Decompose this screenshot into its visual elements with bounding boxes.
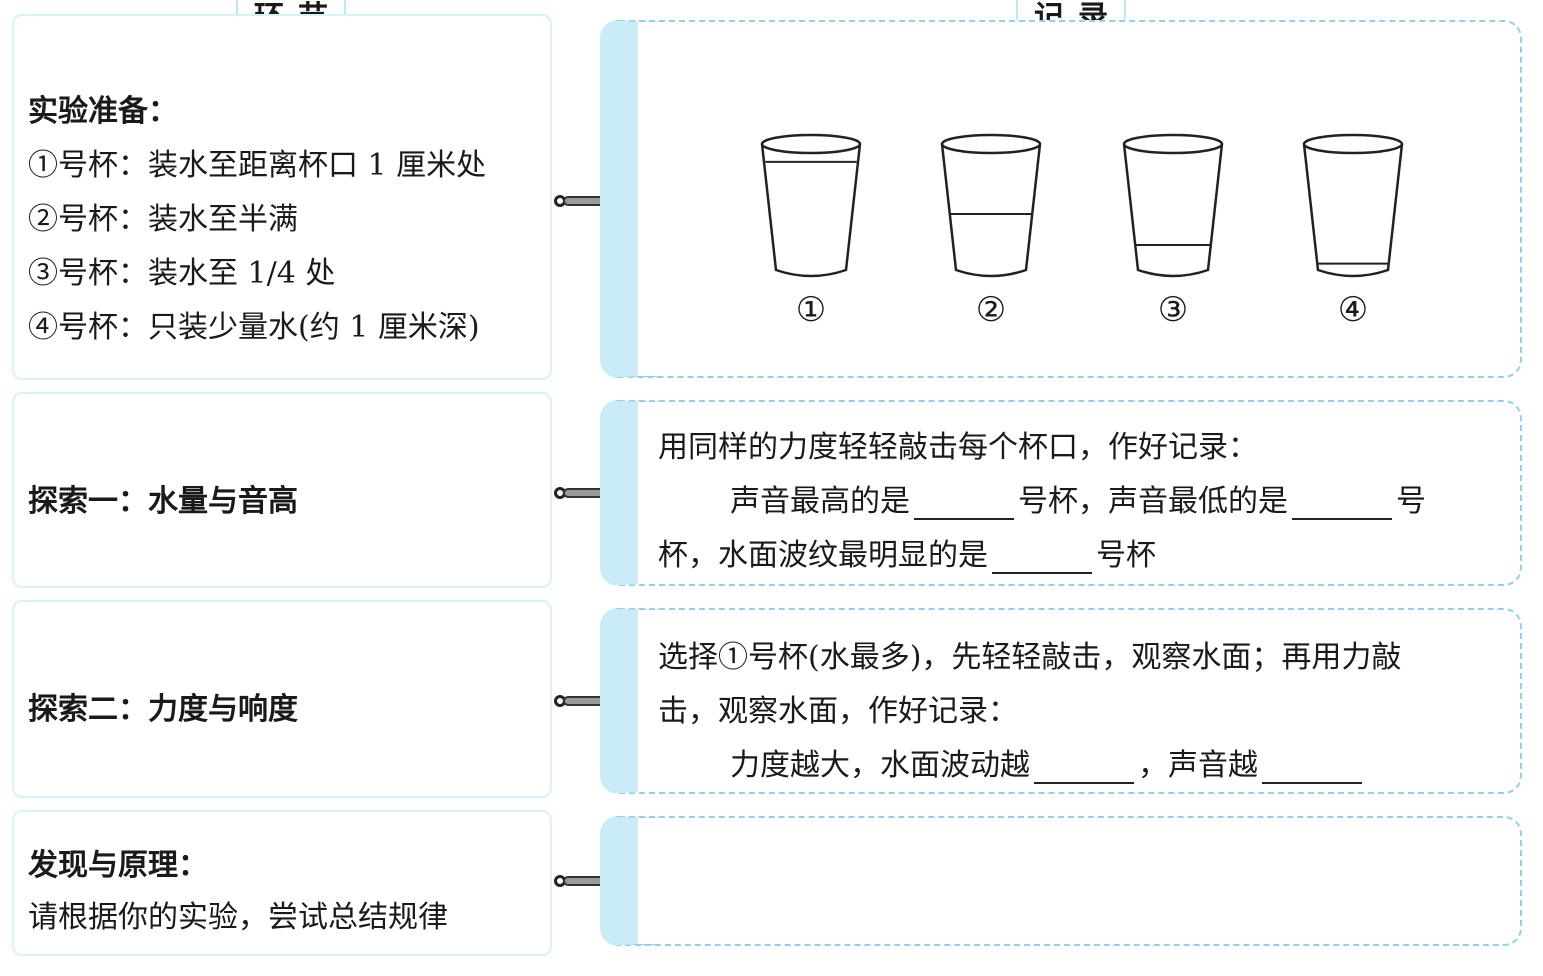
highest-pitch-blank[interactable] [914,492,1014,520]
explore1-q1-text-b: 号杯，声音最低的是 [1018,484,1288,519]
explore1-q2-text-b: 号杯 [1096,538,1156,573]
cup-3-label: ③ [1157,290,1189,330]
prep-step-panel: 实验准备： ①号杯：装水至距离杯口 1 厘米处 ②号杯：装水至半满 ③号杯：装水… [12,14,552,380]
finding-title: 发现与原理： [28,848,208,883]
cup-3-drawing [1122,133,1224,278]
prep-line-4: ④号杯：只装少量水(约 1 厘米深) [28,310,480,345]
explore1-question-line-2: 杯，水面波纹最明显的是 号杯 [658,530,1156,574]
ripple-cup-blank[interactable] [992,546,1092,574]
sound-volume-blank[interactable] [1262,756,1362,784]
explore1-title: 探索一：水量与音高 [28,484,298,519]
explore2-instruction-1: 选择①号杯(水最多)，先轻轻敲击，观察水面；再用力敲 [658,640,1402,675]
explore2-record-panel: 选择①号杯(水最多)，先轻轻敲击，观察水面；再用力敲 击，观察水面，作好记录： … [600,608,1522,794]
lowest-pitch-blank[interactable] [1292,492,1392,520]
explore1-step-panel: 探索一：水量与音高 [12,392,552,588]
cup-1-drawing [760,133,862,278]
explore1-q2-text-a: 杯，水面波纹最明显的是 [658,538,988,573]
prep-record-panel: ① ② ③ ④ [600,20,1522,378]
explore2-q-text-a: 力度越大，水面波动越 [730,748,1030,783]
prep-title: 实验准备： [28,94,178,129]
explore2-question-line: 力度越大，水面波动越 ，声音越 [730,740,1366,784]
cup-water-fill [1306,263,1400,275]
explore1-q1-text-c: 号 [1396,484,1426,519]
explore2-title: 探索二：力度与响度 [28,692,298,727]
cup-water-fill [764,161,858,275]
explore1-q1-text-a: 声音最高的是 [730,484,910,519]
explore1-instruction: 用同样的力度轻轻敲击每个杯口，作好记录： [658,430,1258,465]
prep-line-2: ②号杯：装水至半满 [28,202,298,237]
finding-step-panel: 发现与原理： 请根据你的实验，尝试总结规律 [12,810,552,956]
explore2-instruction-2: 击，观察水面，作好记录： [658,694,1018,729]
cup-1-label: ① [795,290,827,330]
cup-2-label: ② [975,290,1007,330]
water-wave-blank[interactable] [1034,756,1134,784]
explore1-question-line-1: 声音最高的是 号杯，声音最低的是 号 [730,476,1426,520]
prep-line-1: ①号杯：装水至距离杯口 1 厘米处 [28,148,487,183]
cup-2-drawing [940,133,1042,278]
prep-line-3: ③号杯：装水至 1/4 处 [28,256,336,291]
finding-record-area[interactable] [600,816,1522,946]
cup-water-fill [1126,245,1220,275]
explore2-q-text-b: ，声音越 [1138,748,1258,783]
finding-subtitle: 请根据你的实验，尝试总结规律 [28,900,448,935]
explore1-record-panel: 用同样的力度轻轻敲击每个杯口，作好记录： 声音最高的是 号杯，声音最低的是 号 杯，… [600,400,1522,586]
cup-4-label: ④ [1337,290,1369,330]
explore2-step-panel: 探索二：力度与响度 [12,600,552,798]
cup-4-drawing [1302,133,1404,278]
cup-water-fill [944,214,1038,275]
